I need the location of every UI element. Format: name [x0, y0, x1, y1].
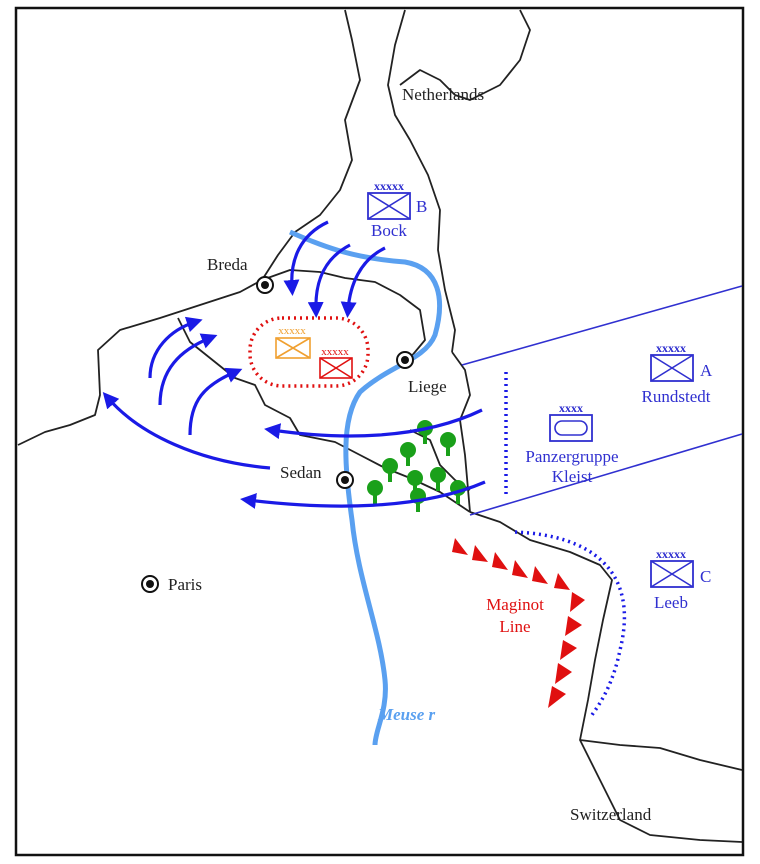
country-label-netherlands: Netherlands — [402, 85, 484, 104]
city-label: Sedan — [280, 463, 322, 482]
army-group-c: xxxxx C Leeb — [650, 547, 711, 612]
unit-echelon: xxxxx — [374, 179, 404, 193]
army-group-a: xxxxx A Rundstedt — [642, 341, 713, 406]
city-label: Breda — [207, 255, 248, 274]
coastline — [17, 9, 361, 446]
ardennes-forest-icon — [367, 420, 466, 512]
unit-commander: Rundstedt — [642, 387, 711, 406]
allied-pocket-encirclement — [248, 316, 370, 388]
unit-name-line1: Panzergruppe — [525, 447, 618, 466]
unit-name-line2: Kleist — [552, 467, 593, 486]
maginot-label-line1: Maginot — [486, 595, 544, 614]
unit-echelon: xxxxx — [656, 341, 686, 355]
corridor-line-south — [469, 433, 743, 516]
city-label: Paris — [168, 575, 202, 594]
allied-unit-orange: xxxxx — [275, 325, 311, 359]
unit-commander: Leeb — [654, 593, 688, 612]
germany-border — [451, 351, 471, 513]
meuse-river-label: Meuse r — [377, 705, 436, 724]
unit-echelon: xxxx — [559, 401, 583, 415]
panzergruppe-kleist: xxxx Panzergruppe Kleist — [525, 401, 618, 486]
unit-echelon: xxxxx — [656, 547, 686, 561]
unit-echelon: xxxxx — [321, 346, 349, 358]
map-frame — [14, 6, 745, 857]
maginot-label-line2: Line — [499, 617, 530, 636]
maginot-line-icon — [452, 538, 585, 708]
german-attack-arrows — [102, 220, 486, 509]
north-sea-coast — [399, 9, 531, 101]
switzerland-border — [579, 739, 743, 771]
unit-letter: B — [416, 197, 427, 216]
unit-letter: C — [700, 567, 711, 586]
belgium-netherlands-border — [261, 269, 426, 359]
city-label: Liege — [408, 377, 447, 396]
unit-echelon: xxxxx — [278, 325, 306, 337]
unit-commander: Bock — [371, 221, 407, 240]
france-germany-border — [469, 511, 743, 843]
country-label-switzerland: Switzerland — [570, 805, 652, 824]
city-sedan: Sedan — [280, 463, 354, 489]
belgium-france-border — [177, 317, 471, 513]
unit-letter: A — [700, 361, 713, 380]
allied-unit-red: xxxxx — [319, 346, 353, 379]
netherlands-border — [387, 9, 456, 353]
city-breda: Breda — [207, 255, 274, 294]
meuse-river — [289, 229, 443, 746]
city-paris: Paris — [141, 575, 202, 594]
city-liege: Liege — [396, 351, 447, 396]
army-group-b: xxxxx B Bock — [367, 179, 427, 240]
corridor-line-north — [461, 285, 743, 366]
